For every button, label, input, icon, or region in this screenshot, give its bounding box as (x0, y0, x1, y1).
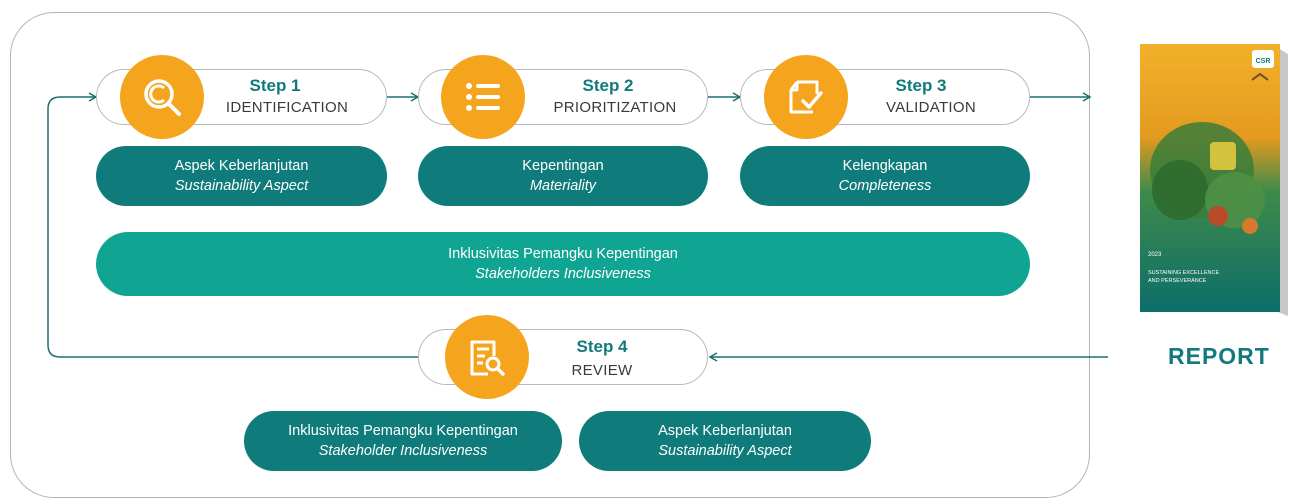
step-3-title: Step 3 (895, 76, 947, 95)
box-completeness: Kelengkapan Completeness (740, 146, 1030, 206)
box-sustainability-aspect: Aspek Keberlanjutan Sustainability Aspec… (96, 146, 387, 206)
report-label: REPORT (1168, 343, 1270, 369)
box-3-main: Kelengkapan (842, 158, 928, 174)
list-icon (466, 83, 500, 111)
box-3-sub: Completeness (838, 178, 932, 194)
box-stakeholder-inclusiveness: Inklusivitas Pemangku Kepentingan Stakeh… (244, 411, 562, 471)
cover-title-2: AND PERSEVERANCE (1148, 278, 1207, 284)
search-icon (144, 79, 181, 116)
step-4-title: Step 4 (576, 337, 628, 356)
review-box-2-sub: Sustainability Aspect (658, 443, 792, 459)
box-review-sustainability-aspect: Aspek Keberlanjutan Sustainability Aspec… (579, 411, 871, 471)
process-frame (10, 12, 1090, 498)
review-box-2-main: Aspek Keberlanjutan (658, 423, 792, 439)
cover-year: 2023 (1148, 252, 1162, 258)
report-book-cover: CSR 2023 SUSTAINING EXCELLENCE AND PERSE… (1140, 44, 1288, 316)
stakeholders-inclusiveness-bar: Inklusivitas Pemangku Kepentingan Stakeh… (96, 232, 1030, 296)
box-1-sub: Sustainability Aspect (174, 178, 309, 194)
box-1-main: Aspek Keberlanjutan (174, 158, 309, 174)
box-2-sub: Materiality (529, 178, 597, 194)
step-1-name: IDENTIFICATION (225, 99, 349, 116)
step-3-name: VALIDATION (886, 99, 976, 116)
step-1-circle (120, 55, 204, 139)
checklist-icon (789, 80, 823, 114)
cover-title-1: SUSTAINING EXCELLENCE (1148, 270, 1219, 276)
review-box-1-sub: Stakeholder Inclusiveness (318, 443, 488, 459)
cover-badge: CSR (1256, 58, 1271, 65)
step-2-title: Step 2 (582, 76, 634, 95)
step-1-title: Step 1 (249, 76, 301, 95)
box-materiality: Kepentingan Materiality (418, 146, 708, 206)
step-3-circle (764, 55, 848, 139)
box-2-main: Kepentingan (522, 158, 604, 174)
loop-line (47, 92, 418, 358)
step-2-name: PRIORITIZATION (553, 99, 677, 116)
step-2-circle (441, 55, 525, 139)
document-search-icon (470, 340, 505, 376)
step-4-circle (445, 315, 529, 399)
inclusiveness-sub: Stakeholders Inclusiveness (475, 266, 651, 282)
inclusiveness-main: Inklusivitas Pemangku Kepentingan (448, 246, 678, 262)
review-box-1-main: Inklusivitas Pemangku Kepentingan (288, 423, 518, 439)
step-4-name: REVIEW (571, 362, 633, 379)
